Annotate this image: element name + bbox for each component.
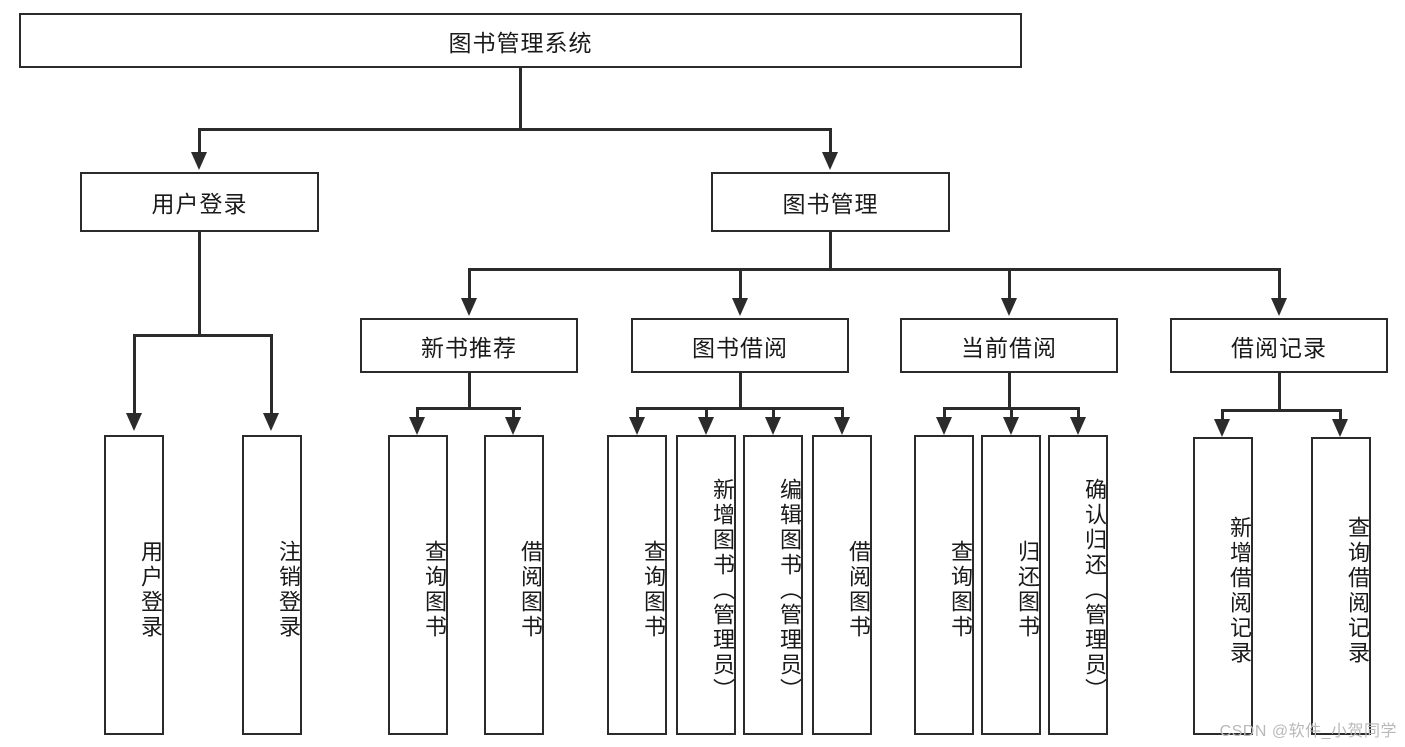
node-borrow-records-label: 借阅记录 [1231, 334, 1327, 361]
edge-br-drop-1 [1221, 409, 1224, 421]
leaf-nb-query-book-label: 查询图书 [422, 540, 447, 640]
leaf-logout-label: 注销登录 [276, 540, 301, 640]
leaf-nb-borrow-book[interactable]: 借阅图书 [484, 435, 544, 735]
edge-user-login-drop-1 [133, 334, 136, 415]
edge-borrow-records-bus [1221, 409, 1341, 412]
leaf-cb-query-book[interactable]: 查询图书 [914, 435, 974, 735]
edge-bb-drop-1 [636, 407, 639, 419]
arrowhead-to-user-login [191, 152, 207, 170]
edge-bm-drop-1 [468, 268, 471, 300]
arrowhead-to-book-borrow [732, 298, 748, 316]
arrowhead-to-leaf-logout [263, 413, 279, 431]
leaf-bb-query-book[interactable]: 查询图书 [607, 435, 667, 735]
arrowhead-nb-leaf-2 [505, 417, 521, 435]
edge-br-drop-2 [1339, 409, 1342, 421]
node-user-login-label: 用户登录 [151, 191, 248, 217]
leaf-bb-borrow-book[interactable]: 借阅图书 [812, 435, 872, 735]
leaf-br-query-record[interactable]: 查询借阅记录 [1311, 437, 1371, 735]
arrowhead-bb-leaf-2 [698, 417, 714, 435]
edge-book-management-bus [468, 268, 1280, 271]
arrowhead-bb-leaf-4 [834, 417, 850, 435]
edge-bm-drop-3 [1008, 268, 1011, 300]
arrowhead-bb-leaf-1 [629, 417, 645, 435]
edge-cb-drop-1 [943, 407, 946, 419]
leaf-bb-query-book-label: 查询图书 [641, 540, 666, 640]
edge-root-stem [519, 68, 522, 130]
leaf-nb-borrow-book-label: 借阅图书 [518, 540, 543, 640]
edge-borrow-records-stem [1278, 373, 1281, 411]
arrowhead-cb-leaf-1 [936, 417, 952, 435]
edge-user-login-drop-2 [270, 334, 273, 415]
arrowhead-br-leaf-2 [1332, 419, 1348, 437]
edge-book-management-stem [829, 232, 832, 270]
edge-bb-drop-2 [705, 407, 708, 419]
arrowhead-to-new-book [461, 298, 477, 316]
leaf-bb-borrow-book-label: 借阅图书 [846, 540, 871, 640]
node-book-management-label: 图书管理 [782, 191, 879, 217]
edge-new-book-bus [416, 407, 521, 410]
leaf-cb-return-book[interactable]: 归还图书 [981, 435, 1041, 735]
edge-book-borrow-stem [739, 373, 742, 409]
edge-bb-drop-3 [772, 407, 775, 419]
node-new-book-recommend-label: 新书推荐 [421, 334, 517, 361]
arrowhead-to-current-borrow [1001, 298, 1017, 316]
arrowhead-cb-leaf-2 [1003, 417, 1019, 435]
edge-bm-drop-4 [1278, 268, 1281, 300]
node-book-borrow[interactable]: 图书借阅 [631, 318, 849, 373]
arrowhead-br-leaf-1 [1214, 419, 1230, 437]
leaf-bb-edit-book-admin[interactable]: 编辑图书（管理员） [743, 435, 803, 735]
node-current-borrow-label: 当前借阅 [961, 334, 1057, 361]
edge-current-borrow-stem [1008, 373, 1011, 409]
edge-cb-drop-2 [1010, 407, 1013, 419]
watermark-text: CSDN @软件_小贺同学 [1219, 723, 1397, 740]
edge-root-drop-right [829, 128, 832, 154]
leaf-cb-return-book-label: 归还图书 [1015, 540, 1040, 640]
node-current-borrow[interactable]: 当前借阅 [900, 318, 1118, 373]
node-new-book-recommend[interactable]: 新书推荐 [360, 318, 578, 373]
leaf-cb-query-book-label: 查询图书 [948, 540, 973, 640]
leaf-br-add-record[interactable]: 新增借阅记录 [1193, 437, 1253, 735]
arrowhead-to-leaf-user-login [126, 413, 142, 431]
edge-root-bus [198, 128, 831, 131]
arrowhead-bb-leaf-3 [765, 417, 781, 435]
leaf-bb-edit-book-admin-label: 编辑图书（管理员） [777, 477, 802, 703]
node-book-borrow-label: 图书借阅 [692, 334, 788, 361]
leaf-bb-add-book-admin-label: 新增图书（管理员） [710, 477, 735, 703]
leaf-user-login-label: 用户登录 [138, 540, 163, 640]
leaf-nb-query-book[interactable]: 查询图书 [388, 435, 448, 735]
arrowhead-cb-leaf-3 [1070, 417, 1086, 435]
edge-new-book-drop-1 [416, 407, 419, 419]
edge-book-borrow-bus [636, 407, 843, 410]
arrowhead-to-book-management [822, 152, 838, 170]
leaf-br-query-record-label: 查询借阅记录 [1345, 516, 1370, 666]
edge-bm-drop-2 [739, 268, 742, 300]
leaf-cb-confirm-return-admin[interactable]: 确认归还（管理员） [1048, 435, 1108, 735]
leaf-bb-add-book-admin[interactable]: 新增图书（管理员） [676, 435, 736, 735]
leaf-logout[interactable]: 注销登录 [242, 435, 302, 735]
edge-root-drop-left [198, 128, 201, 154]
edge-user-login-stem [198, 232, 201, 336]
arrowhead-nb-leaf-1 [409, 417, 425, 435]
node-root-system[interactable]: 图书管理系统 [19, 13, 1022, 68]
edge-user-login-bus [133, 334, 272, 337]
node-book-management[interactable]: 图书管理 [711, 172, 950, 232]
node-root-system-label: 图书管理系统 [448, 29, 593, 56]
edge-bb-drop-4 [841, 407, 844, 419]
edge-new-book-stem [468, 373, 471, 409]
arrowhead-to-borrow-records [1271, 298, 1287, 316]
leaf-cb-confirm-return-admin-label: 确认归还（管理员） [1082, 477, 1107, 703]
leaf-user-login[interactable]: 用户登录 [104, 435, 164, 735]
edge-new-book-drop-2 [512, 407, 515, 419]
edge-cb-drop-3 [1077, 407, 1080, 419]
node-borrow-records[interactable]: 借阅记录 [1170, 318, 1388, 373]
node-user-login[interactable]: 用户登录 [80, 172, 319, 232]
leaf-br-add-record-label: 新增借阅记录 [1227, 516, 1252, 666]
